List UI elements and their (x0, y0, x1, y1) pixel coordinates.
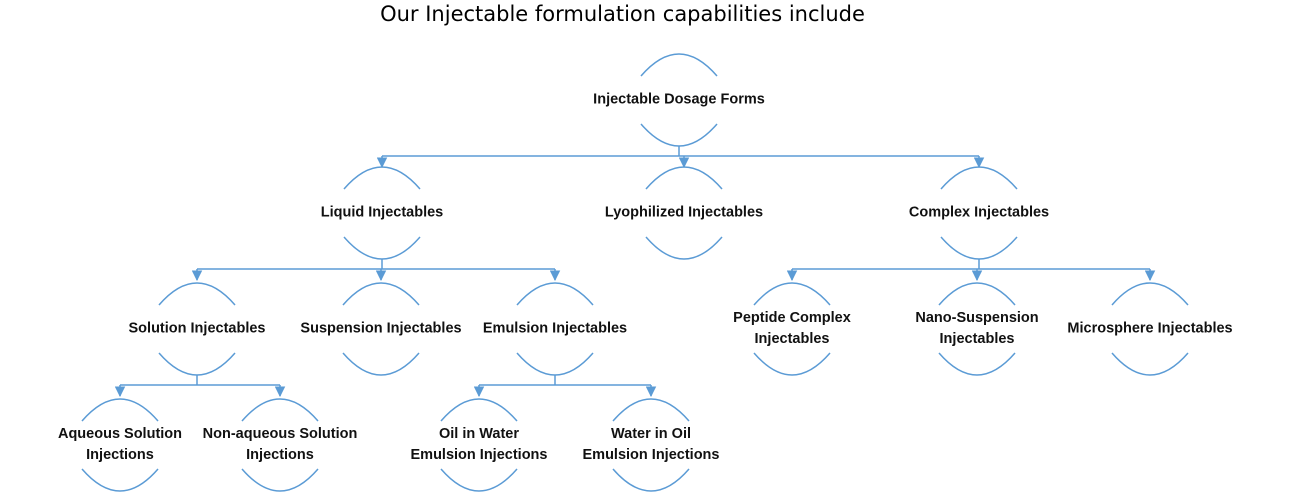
node-oilwater-top-arc (440, 398, 518, 422)
node-emulsion-bottom-arc (516, 352, 594, 376)
node-peptide-top-arc (753, 282, 831, 306)
node-complex-bottom-arc (940, 236, 1018, 260)
node-oilwater-line-1: Emulsion Injections (410, 447, 548, 463)
node-nonaqueous-line-0: Non-aqueous Solution (202, 426, 358, 442)
node-microsphere-line-0: Microsphere Injectables (1067, 320, 1233, 337)
node-liquid-bottom-arc (343, 236, 421, 260)
node-root-line-0: Injectable Dosage Forms (593, 91, 765, 108)
node-peptide-line-1: Injectables (754, 331, 830, 347)
node-wateroil-line-1: Emulsion Injections (582, 447, 720, 463)
node-liquid-label: Liquid Injectables (321, 203, 443, 224)
node-nano-bottom-arc (938, 352, 1016, 376)
node-lyophilized-line-0: Lyophilized Injectables (604, 204, 764, 221)
node-arc-layer (81, 53, 1189, 492)
node-nano-line-1: Injectables (939, 331, 1015, 347)
node-lyophilized-bottom-arc (645, 236, 723, 260)
node-complex-label: Complex Injectables (909, 203, 1049, 224)
node-nonaqueous-top-arc (241, 398, 319, 422)
node-suspension-top-arc (342, 282, 420, 306)
connector-layer (114, 146, 1156, 398)
node-suspension-label: Suspension Injectables (300, 319, 461, 340)
node-aqueous-line-1: Injections (86, 447, 154, 463)
node-wateroil-bottom-arc (612, 468, 690, 492)
node-microsphere-bottom-arc (1111, 352, 1189, 376)
node-complex-line-0: Complex Injectables (908, 204, 1050, 221)
node-aqueous-line-0: Aqueous Solution (57, 426, 183, 442)
node-nano-top-arc (938, 282, 1016, 306)
node-microsphere-label: Microsphere Injectables (1067, 319, 1232, 340)
node-oilwater-bottom-arc (440, 468, 518, 492)
node-nonaqueous-line-1: Injections (246, 447, 314, 463)
node-nonaqueous-bottom-arc (241, 468, 319, 492)
node-emulsion-label: Emulsion Injectables (483, 319, 627, 340)
node-solution-top-arc (158, 282, 236, 306)
node-peptide-bottom-arc (753, 352, 831, 376)
node-solution-bottom-arc (158, 352, 236, 376)
node-root-label: Injectable Dosage Forms (593, 90, 765, 111)
node-liquid-line-0: Liquid Injectables (320, 204, 444, 221)
node-emulsion-top-arc (516, 282, 594, 306)
node-complex-top-arc (940, 166, 1018, 190)
node-root-top-arc (640, 53, 718, 77)
node-lyophilized-label: Lyophilized Injectables (605, 203, 763, 224)
node-liquid-top-arc (343, 166, 421, 190)
node-emulsion-line-0: Emulsion Injectables (482, 320, 628, 337)
node-aqueous-bottom-arc (81, 468, 159, 492)
node-suspension-bottom-arc (342, 352, 420, 376)
node-suspension-line-0: Suspension Injectables (300, 320, 462, 337)
node-nano-line-0: Nano-Suspension (915, 310, 1039, 326)
diagram-title: Our Injectable formulation capabilities … (380, 2, 865, 26)
node-lyophilized-top-arc (645, 166, 723, 190)
node-aqueous-top-arc (81, 398, 159, 422)
node-root-bottom-arc (640, 123, 718, 147)
node-microsphere-top-arc (1111, 282, 1189, 306)
node-solution-label: Solution Injectables (129, 319, 266, 340)
node-solution-line-0: Solution Injectables (128, 320, 266, 337)
node-wateroil-line-0: Water in Oil (610, 426, 692, 442)
node-peptide-line-0: Peptide Complex (733, 310, 851, 326)
node-oilwater-line-0: Oil in Water (438, 426, 520, 442)
node-wateroil-top-arc (612, 398, 690, 422)
